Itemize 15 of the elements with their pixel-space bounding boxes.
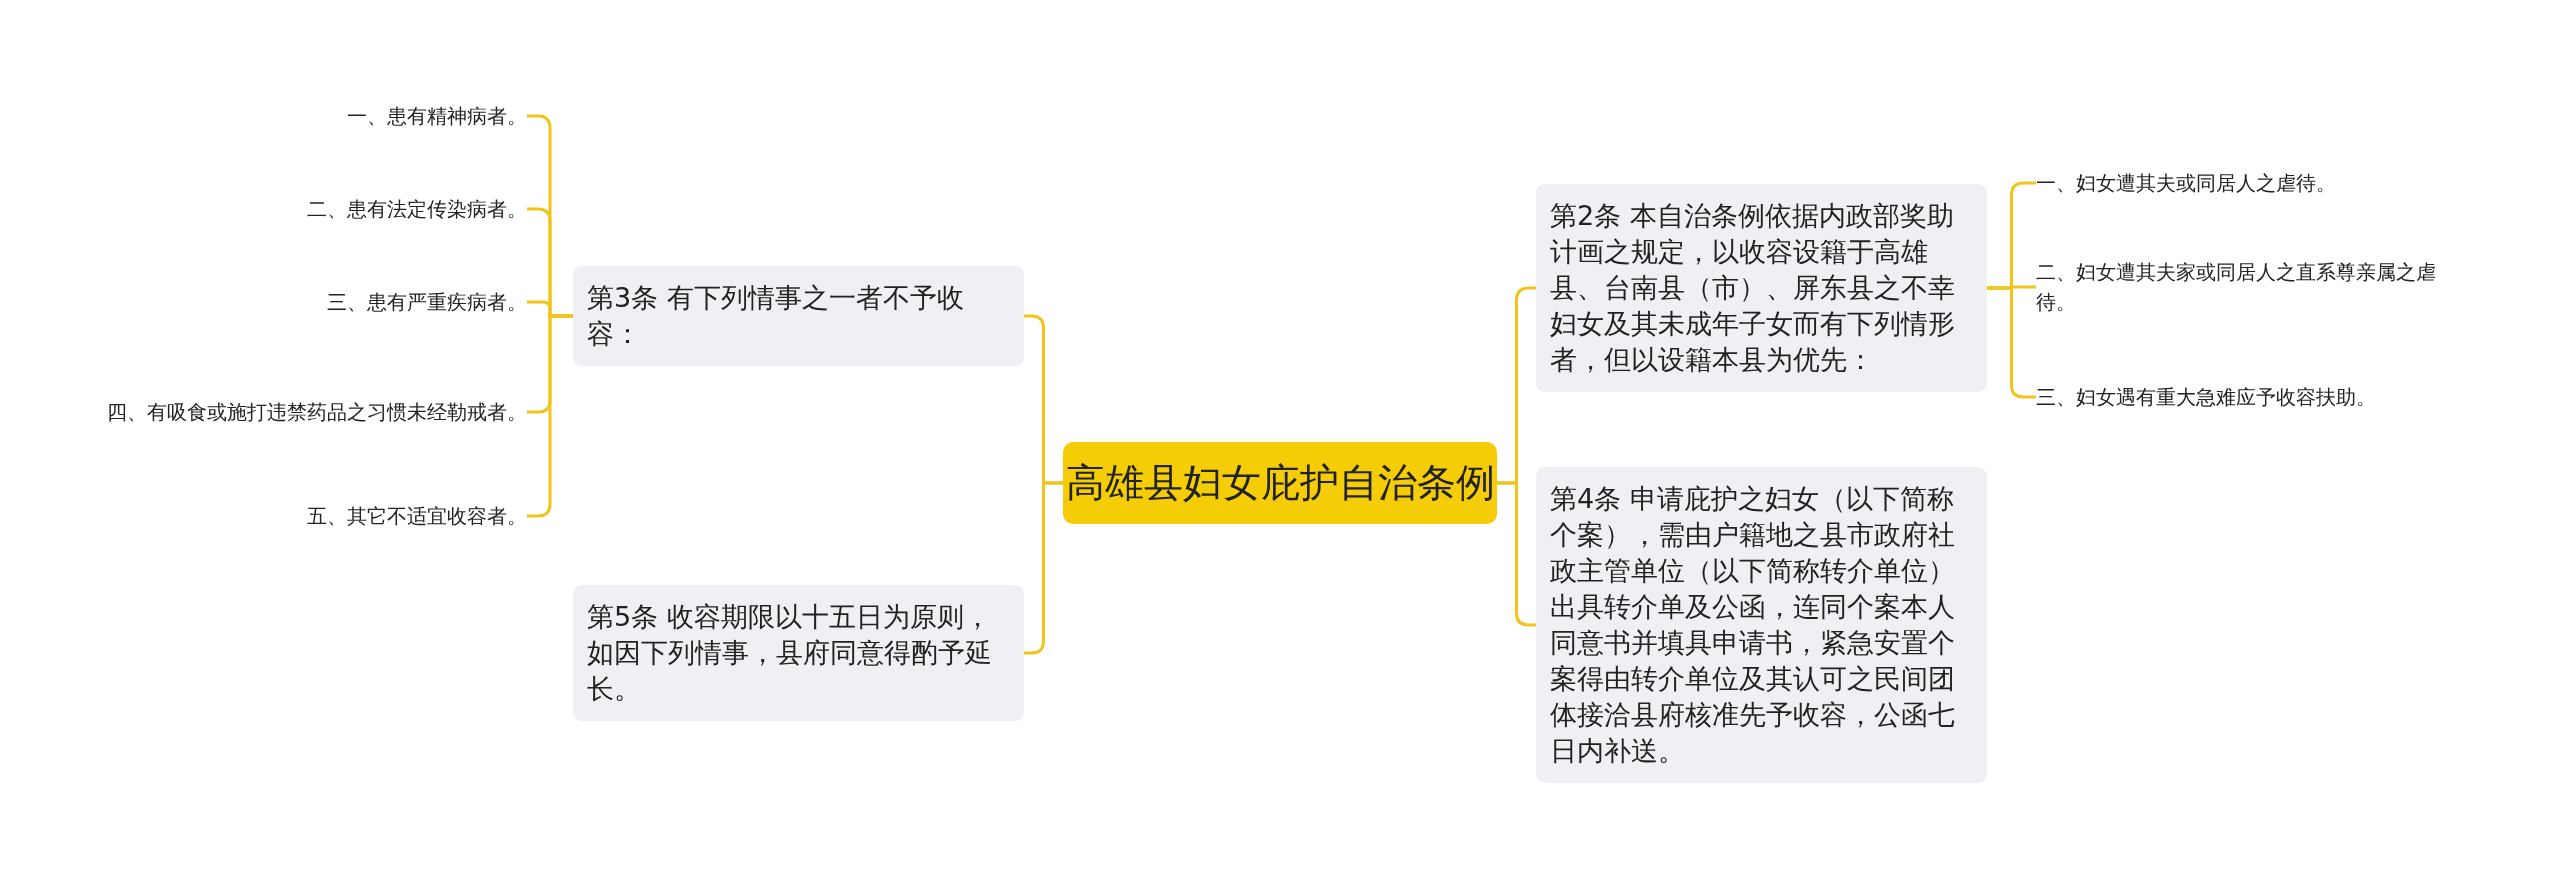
list-item: 五、其它不适宜收容者。: [307, 501, 527, 531]
connector-line: [1024, 481, 1063, 655]
list-item: 二、妇女遭其夫家或同居人之直系尊亲属之虐待。: [2036, 257, 2461, 317]
topic-box: 第3条 有下列情事之一者不予收容：: [573, 266, 1024, 366]
central-topic-box: 高雄县妇女庇护自治条例: [1063, 442, 1497, 524]
list-item: 一、妇女遭其夫或同居人之虐待。: [2036, 168, 2336, 198]
list-item: 三、妇女遇有重大急难应予收容扶助。: [2036, 382, 2376, 412]
list-item: 四、有吸食或施打违禁药品之习惯未经勒戒者。: [107, 397, 527, 427]
topic-box: 第2条 本自治条例依据内政部奖助计画之规定，以收容设籍于高雄县、台南县（市）、屏东县之不幸妇女及其未成年子女而有下列情形者，但以设籍本县为优先：: [1536, 184, 1987, 392]
topic-box: 第5条 收容期限以十五日为原则，如因下列情事，县府同意得酌予延长。: [573, 585, 1024, 721]
connector-line: [1497, 481, 1536, 627]
list-item: 一、患有精神病者。: [347, 101, 527, 131]
topic-box: 第4条 申请庇护之妇女（以下简称个案），需由户籍地之县市政府社政主管单位（以下简称转介单位）出具转介单及公函，连同个案本人同意书并填具申请书，紧急安置个案得由转介单位及其认可之民间团体接洽县府核准先予收容，公函七日内补送。: [1536, 467, 1987, 783]
list-item: 三、患有严重疾病者。: [327, 287, 527, 317]
list-item: 二、患有法定传染病者。: [307, 194, 527, 224]
